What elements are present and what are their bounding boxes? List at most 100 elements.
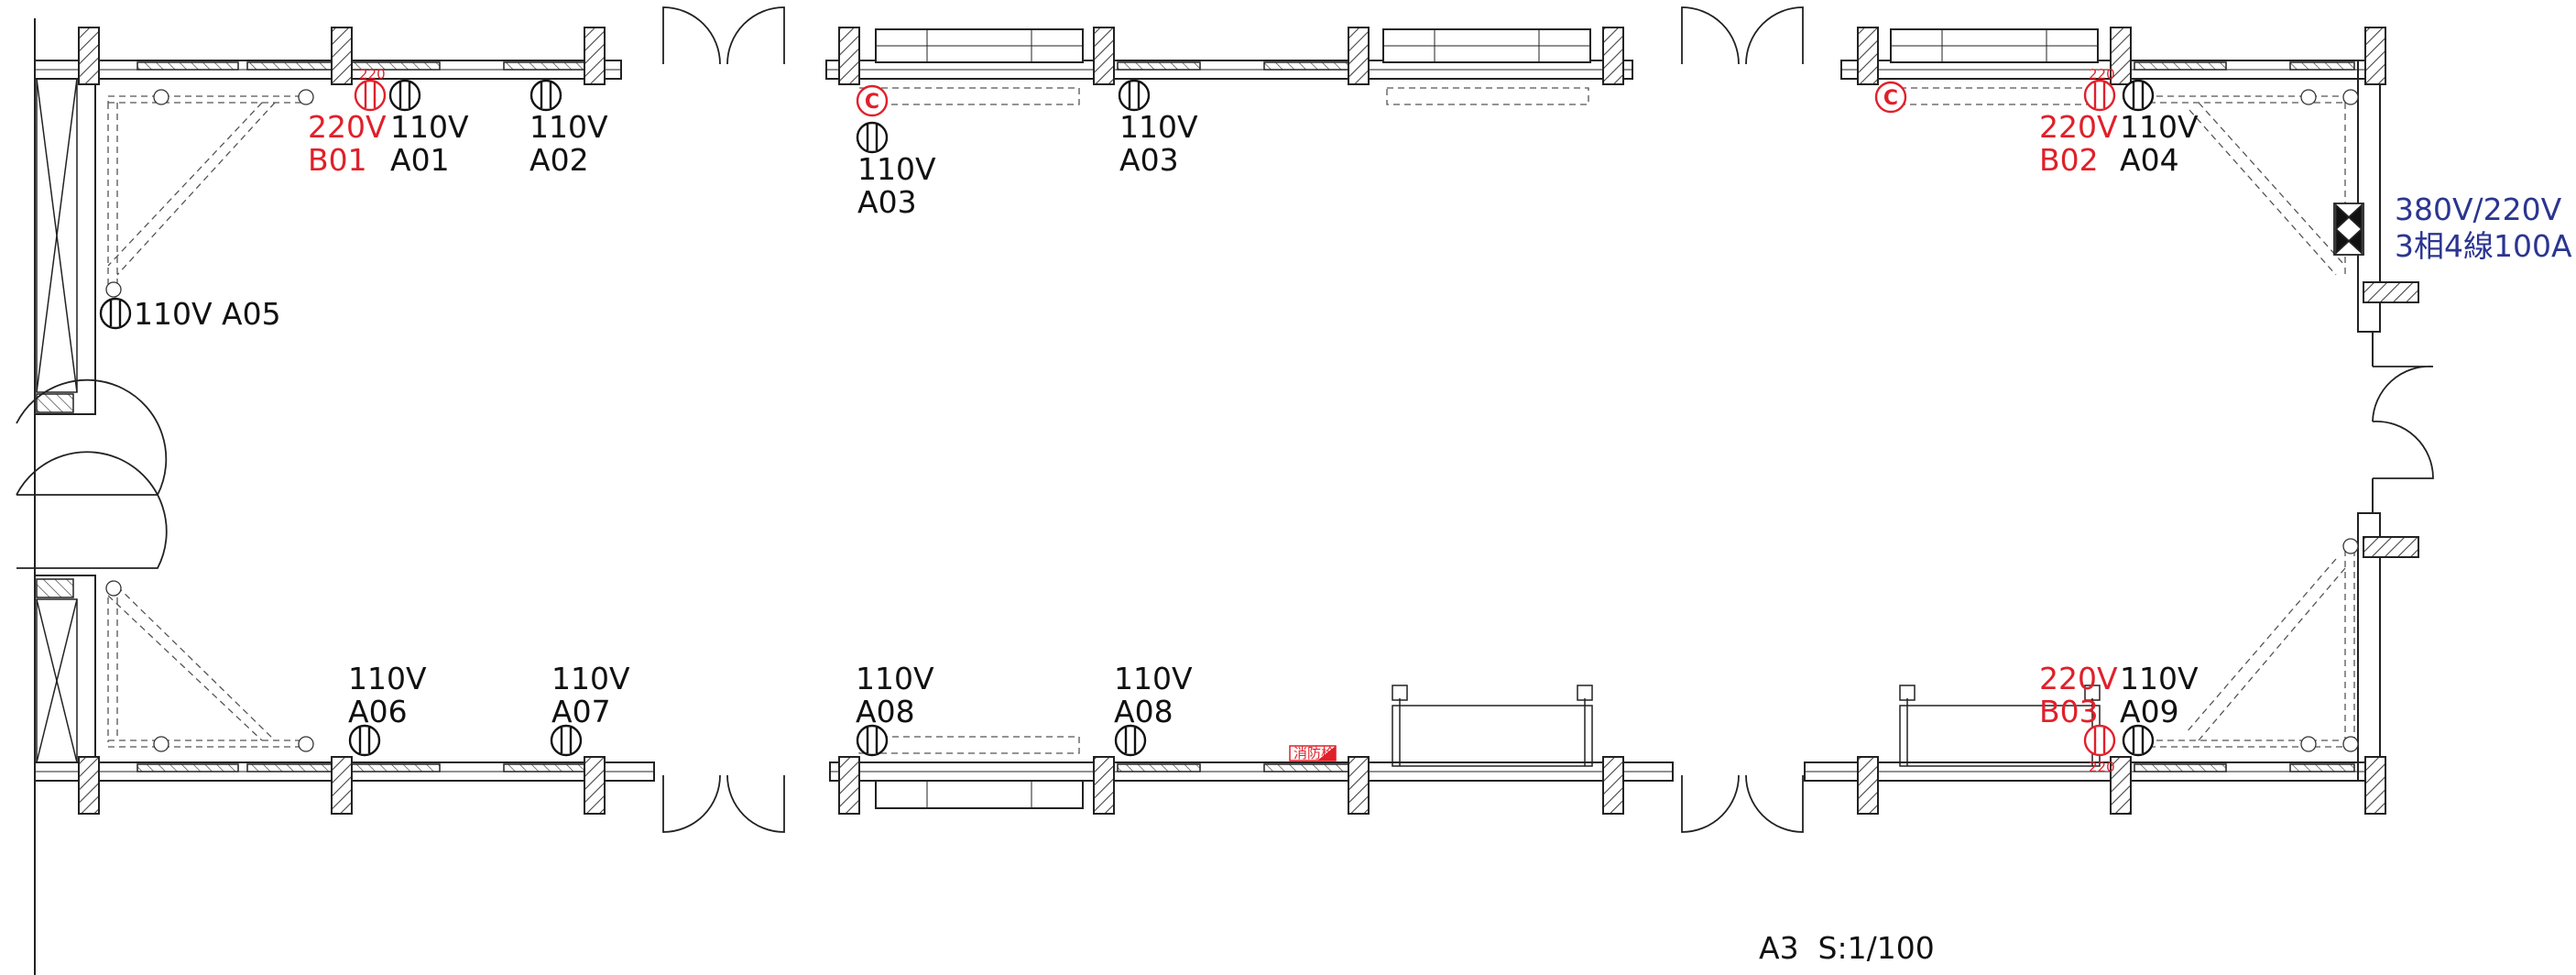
fixture-10 (2300, 736, 2317, 752)
column-top-5 (1093, 27, 1115, 85)
label-A02-code: A02 (529, 142, 589, 178)
hatch-top-5 (1263, 61, 1357, 71)
fixture-7 (153, 736, 169, 752)
track-top-right-diag2 (2189, 109, 2337, 276)
label-A08b-code: A08 (1114, 694, 1173, 729)
left-panel-top (36, 78, 78, 393)
column-top-4 (838, 27, 860, 85)
label-A03b-voltage: 110V (1119, 109, 1198, 145)
walls (34, 18, 2381, 975)
track-top-left (107, 95, 312, 104)
track-bot-right-diag (2198, 567, 2346, 741)
fixture-1 (153, 89, 169, 105)
column-top-1 (78, 27, 100, 85)
track-top-left-diag2 (116, 102, 276, 276)
doors (16, 6, 2434, 833)
label-A07-code: A07 (551, 694, 611, 729)
label-B02-code: B02 (2039, 142, 2099, 178)
c-device-2-ring (1874, 81, 1907, 114)
label-B01-code: B01 (308, 142, 367, 178)
label-A08a-voltage: 110V (856, 661, 934, 696)
track-top-center (858, 87, 1080, 105)
track-top-right-diag (2198, 102, 2346, 267)
hatch-bot-4 (1117, 763, 1201, 772)
hatch-left-bot (36, 578, 74, 598)
fixture-9 (2342, 538, 2359, 554)
service-label-line1: 380V/220V (2395, 192, 2562, 227)
door-left (16, 378, 168, 569)
track-fixtures (105, 89, 2359, 752)
outlet-labels: 220V B01 110V A01 110V A02 110V A03 110V… (134, 109, 2199, 729)
outlet-A03a-symbol (856, 121, 889, 154)
window-bot-1 (875, 780, 1084, 809)
fixture-6 (105, 580, 122, 597)
label-A03b-code: A03 (1119, 142, 1179, 178)
hatch-bot-6 (2134, 763, 2227, 772)
label-A01-voltage: 110V (390, 109, 469, 145)
label-A08b-voltage: 110V (1114, 661, 1193, 696)
column-top-10 (2364, 27, 2386, 85)
c-device-1-ring (856, 84, 889, 117)
label-A07-voltage: 110V (551, 661, 630, 696)
columns (78, 27, 2419, 815)
display-frames (1392, 685, 2101, 767)
track-bot-left-diag (116, 586, 276, 741)
column-bot-6 (1348, 756, 1370, 815)
hatch-top-6 (2134, 61, 2227, 71)
frame-bot-1-cap-r (1577, 685, 1593, 701)
label-B03-code: B03 (2039, 694, 2099, 729)
label-A09-code: A09 (2120, 694, 2179, 729)
door-right (2372, 366, 2434, 479)
fixture-2 (298, 89, 314, 105)
outlet-A09-symbol (2122, 724, 2155, 757)
label-A06-voltage: 110V (348, 661, 427, 696)
service-label: 380V/220V 3相4線100A (2395, 192, 2572, 264)
column-bot-8 (1857, 756, 1879, 815)
label-A03a-voltage: 110V (857, 151, 936, 187)
hatch-bot-5 (1263, 763, 1357, 772)
left-panel-bot-x2 (36, 598, 78, 763)
window-units (875, 28, 2099, 809)
fixture-8 (298, 736, 314, 752)
door-bot-2 (1681, 774, 1804, 833)
hatch-bot-1 (136, 763, 239, 772)
fixture-5 (2342, 89, 2359, 105)
column-top-2 (331, 27, 353, 85)
outlet-symbols (99, 79, 2155, 757)
warning-tag: 消防栓 (1289, 745, 1337, 761)
track-bot-left (107, 739, 312, 748)
frame-bot-1-cap-l (1392, 685, 1408, 701)
frame-bot-1 (1392, 705, 1593, 767)
left-panel-top-x2 (36, 78, 78, 393)
small-220-marks: 220 220 220 (359, 66, 2115, 775)
label-B03-voltage: 220V (2039, 661, 2118, 696)
outlet-A06-symbol (348, 724, 381, 757)
label-A04-code: A04 (2120, 142, 2179, 178)
door-bot-1 (662, 774, 785, 833)
hatch-left-top (36, 393, 74, 413)
outlet-A02-symbol (529, 79, 562, 112)
frame-bot-2-cap-l (1899, 685, 1916, 701)
track-bot-left-diag2 (107, 595, 263, 741)
column-bot-3 (584, 756, 606, 815)
column-bot-5 (1093, 756, 1115, 815)
outlet-A08a-symbol (856, 724, 889, 757)
label-A04-voltage: 110V (2120, 109, 2199, 145)
label-A08a-code: A08 (856, 694, 915, 729)
track-bot-center (858, 736, 1080, 754)
hatch-bot-7 (2289, 763, 2355, 772)
fixture-4 (2300, 89, 2317, 105)
column-bot-1 (78, 756, 100, 815)
track-top-center2 (1386, 87, 1589, 105)
warning-tag-flag (1317, 746, 1336, 761)
column-top-9 (2110, 27, 2132, 85)
outlet-A05-symbol (99, 297, 132, 330)
c-device-1-label: C (865, 91, 879, 114)
column-right-1 (2363, 281, 2419, 303)
warning-tag-text: 消防栓 (1293, 745, 1335, 761)
outlet-A01-symbol (388, 79, 421, 112)
column-bot-2 (331, 756, 353, 815)
c-device-2-label: C (1883, 87, 1898, 110)
outlet-A08b-symbol (1114, 724, 1147, 757)
door-top-2 (1681, 6, 1804, 65)
